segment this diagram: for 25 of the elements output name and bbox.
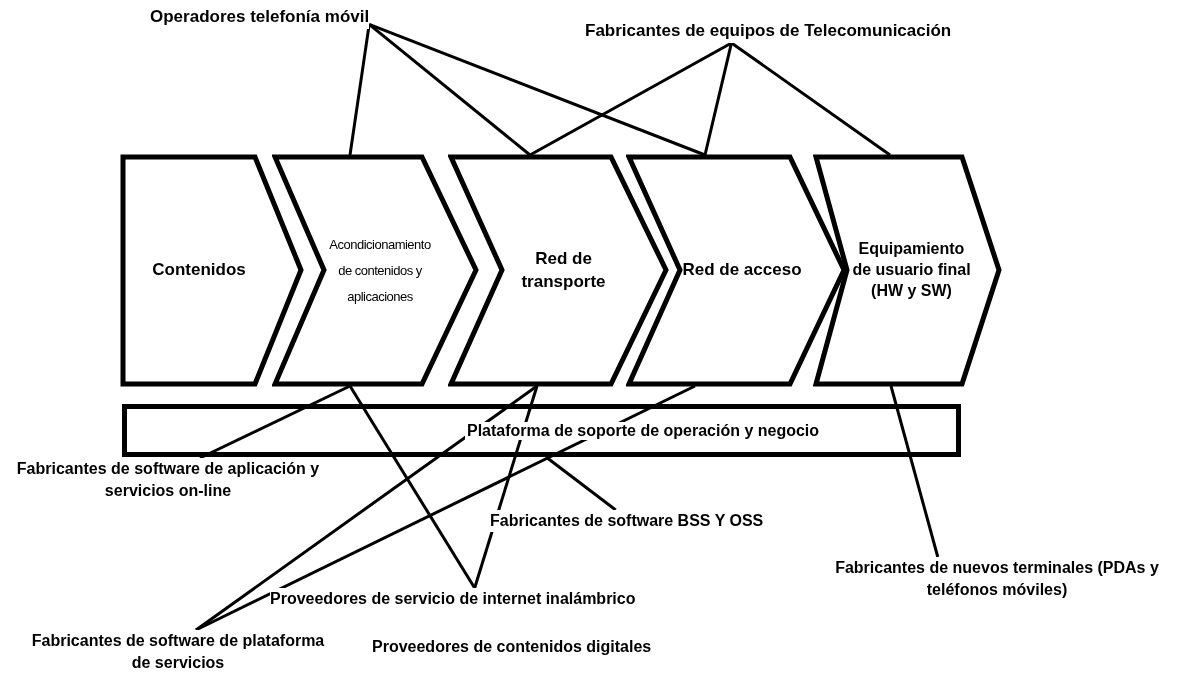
step-label: Acondicionamiento de contenidos y aplicaciones [328, 235, 432, 306]
step-label: Equipamiento de usuario final (HW y SW) [851, 239, 972, 301]
leader-line [195, 384, 538, 632]
leader-line [529, 41, 733, 157]
leader-line [195, 384, 696, 632]
note-label: Proveedores de contenidos digitales [372, 637, 652, 657]
bar-label: Plataforma de soporte de operación y negocio [465, 422, 822, 440]
leader-line [348, 385, 476, 589]
leader-line [545, 455, 617, 512]
step-label: Red de acceso [682, 259, 802, 282]
chevron-step [272, 154, 480, 387]
leader-line [368, 23, 531, 157]
step-label: Contenidos [152, 259, 246, 282]
leader-line [199, 384, 351, 460]
actor-label: Fabricantes de software BSS Y OSS [490, 510, 764, 532]
leader-line [348, 24, 371, 156]
platform-bar [122, 404, 961, 457]
step-label: Red de transporte [520, 248, 607, 293]
leader-line [889, 385, 940, 558]
leader-line [368, 22, 706, 157]
chevron-step [813, 154, 1003, 387]
chevron-step [120, 154, 305, 387]
chevron-step [448, 154, 670, 387]
leader-line [703, 42, 733, 156]
leader-line [730, 41, 891, 157]
